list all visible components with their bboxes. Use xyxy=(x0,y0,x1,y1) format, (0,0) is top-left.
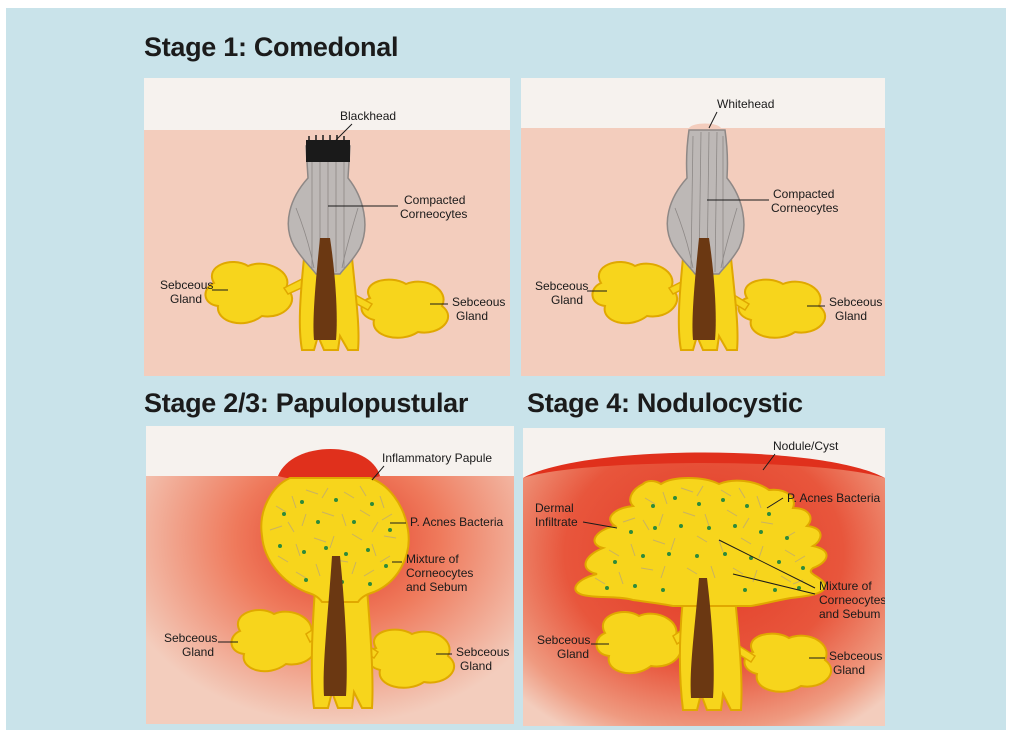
label-mixture-2: Corneocytes xyxy=(406,566,473,580)
label-blackhead: Blackhead xyxy=(340,109,396,123)
label-nodule-cyst: Nodule/Cyst xyxy=(773,439,839,453)
label-compacted-2: Corneocytes xyxy=(771,201,838,215)
label-gland-right-2: Gland xyxy=(833,663,865,677)
epidermis xyxy=(521,78,885,128)
sebaceous-gland-left xyxy=(231,610,316,671)
sebaceous-gland-right xyxy=(361,280,448,338)
label-gland-left-2: Gland xyxy=(182,645,214,659)
label-gland-right-1: Sebceous xyxy=(829,295,882,309)
label-gland-left-1: Sebceous xyxy=(535,279,588,293)
label-mixture-1: Mixture of xyxy=(406,552,459,566)
sebaceous-gland-left xyxy=(592,262,677,323)
label-gland-left-2: Gland xyxy=(170,292,202,306)
label-bacteria: P. Acnes Bacteria xyxy=(410,515,503,529)
label-gland-left-2: Gland xyxy=(557,647,589,661)
stage-23-title: Stage 2/3: Papulopustular xyxy=(144,388,468,419)
sebaceous-gland-left xyxy=(596,612,681,673)
diagram-frame: Stage 1: Comedonal Stage 2/3: Papulopust… xyxy=(6,8,1006,730)
label-gland-left-1: Sebceous xyxy=(537,633,590,647)
label-gland-right-2: Gland xyxy=(460,659,492,673)
panel-papulopustular: Inflammatory Papule P. Acnes Bacteria Mi… xyxy=(146,426,514,724)
nodulocystic-illustration: Nodule/Cyst P. Acnes Bacteria Dermal Inf… xyxy=(523,428,885,726)
papulopustular-illustration: Inflammatory Papule P. Acnes Bacteria Mi… xyxy=(146,426,514,724)
label-infiltrate-1: Dermal xyxy=(535,501,574,515)
label-gland-right-2: Gland xyxy=(835,309,867,323)
stage-4-title: Stage 4: Nodulocystic xyxy=(527,388,803,419)
label-whitehead: Whitehead xyxy=(717,97,774,111)
label-gland-right-1: Sebceous xyxy=(452,295,505,309)
label-mixture-2: Corneocytes xyxy=(819,593,885,607)
panel-whitehead: Whitehead Compacted Corneocytes Sebceous… xyxy=(521,78,885,376)
label-compacted-1: Compacted xyxy=(404,193,465,207)
label-inflammatory-papule: Inflammatory Papule xyxy=(382,451,492,465)
label-mixture-3: and Sebum xyxy=(406,580,467,594)
label-infiltrate-2: Infiltrate xyxy=(535,515,578,529)
sebaceous-gland-right xyxy=(738,280,825,338)
epidermis xyxy=(144,78,510,130)
whitehead-illustration: Whitehead Compacted Corneocytes Sebceous… xyxy=(521,78,885,376)
label-gland-left-1: Sebceous xyxy=(164,631,217,645)
label-compacted-1: Compacted xyxy=(773,187,834,201)
label-gland-left-2: Gland xyxy=(551,293,583,307)
label-gland-right-2: Gland xyxy=(456,309,488,323)
label-gland-right-1: Sebceous xyxy=(829,649,882,663)
panel-nodulocystic: Nodule/Cyst P. Acnes Bacteria Dermal Inf… xyxy=(523,428,885,726)
label-gland-right-1: Sebceous xyxy=(456,645,509,659)
sebaceous-gland-right xyxy=(744,634,831,692)
sebaceous-gland-right xyxy=(367,630,454,688)
panel-blackhead: Blackhead Compacted Corneocytes Sebceous… xyxy=(144,78,510,376)
stage-1-title: Stage 1: Comedonal xyxy=(144,32,398,63)
blackhead-plug xyxy=(306,140,350,162)
blackhead-illustration: Blackhead Compacted Corneocytes Sebceous… xyxy=(144,78,510,376)
label-mixture-3: and Sebum xyxy=(819,607,880,621)
label-bacteria: P. Acnes Bacteria xyxy=(787,491,880,505)
label-gland-left-1: Sebceous xyxy=(160,278,213,292)
label-mixture-1: Mixture of xyxy=(819,579,872,593)
label-compacted-2: Corneocytes xyxy=(400,207,467,221)
